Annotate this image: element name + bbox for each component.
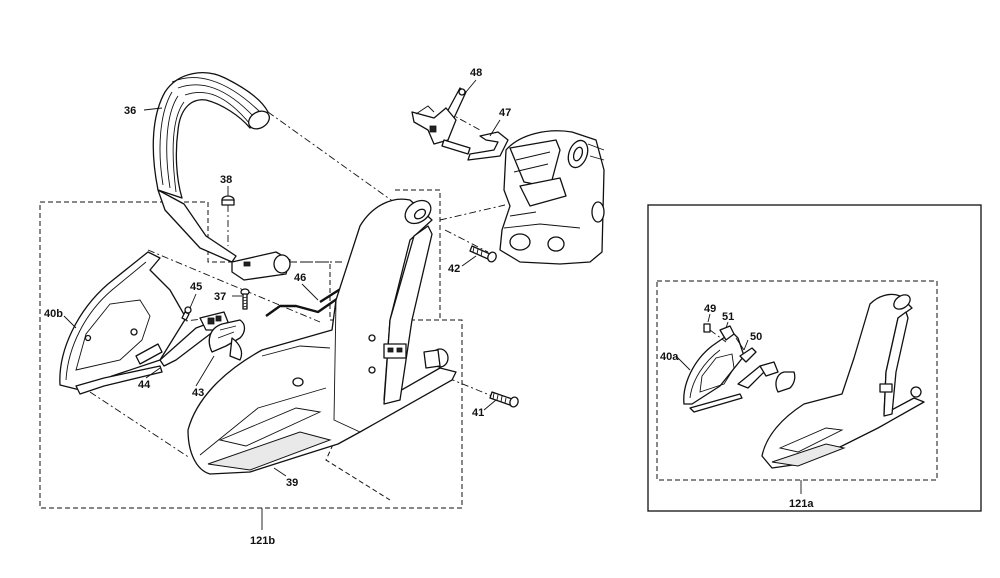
screw-49	[703, 323, 727, 343]
nut-38	[221, 195, 235, 206]
pin-45	[181, 306, 192, 321]
part-50	[735, 337, 757, 363]
callout-40a: 40a	[660, 351, 679, 363]
inset-frame	[647, 204, 982, 512]
side-cover-40b	[59, 251, 187, 395]
guide-line-handle	[267, 111, 399, 206]
callout-38: 38	[220, 174, 232, 186]
clip-47	[467, 131, 509, 161]
group-outline-121b	[39, 201, 463, 509]
callout-45: 45	[190, 281, 202, 293]
callout-121a: 121a	[789, 498, 814, 510]
front-handle	[152, 72, 291, 281]
guide-line-42	[444, 229, 489, 253]
bracket-43	[208, 319, 246, 361]
rear-handle-housing	[187, 198, 457, 475]
wire-link-46	[265, 286, 346, 317]
guide-line-41	[447, 377, 493, 397]
rear-handle-housing-inset	[761, 293, 925, 469]
callout-46: 46	[294, 272, 306, 284]
callout-51: 51	[722, 311, 734, 323]
callout-49: 49	[704, 303, 716, 315]
screw-37	[240, 288, 250, 310]
group-outline-121a	[656, 280, 938, 481]
callout-50: 50	[750, 331, 762, 343]
callout-43: 43	[192, 387, 204, 399]
guide-line-40b-top	[147, 249, 321, 323]
guide-line-housing	[439, 204, 506, 221]
callout-39: 39	[286, 477, 298, 489]
engine-housing-partial	[499, 130, 605, 265]
callout-48: 48	[470, 67, 482, 79]
callout-44: 44	[138, 379, 151, 391]
callout-121b: 121b	[250, 535, 275, 547]
screw-42	[469, 245, 497, 263]
lever-inset	[737, 361, 796, 393]
screw-41	[489, 391, 519, 408]
callout-leaders	[63, 79, 749, 477]
choke-rod-48	[411, 87, 471, 155]
callout-37: 37	[214, 291, 226, 303]
callout-41: 41	[472, 407, 484, 419]
side-cover-40a	[683, 331, 745, 413]
callout-42: 42	[448, 263, 460, 275]
callout-47: 47	[499, 107, 511, 119]
callout-40b: 40b	[44, 308, 63, 320]
callout-36: 36	[124, 105, 136, 117]
lever-44	[159, 311, 229, 367]
guide-line-40b	[89, 391, 191, 459]
